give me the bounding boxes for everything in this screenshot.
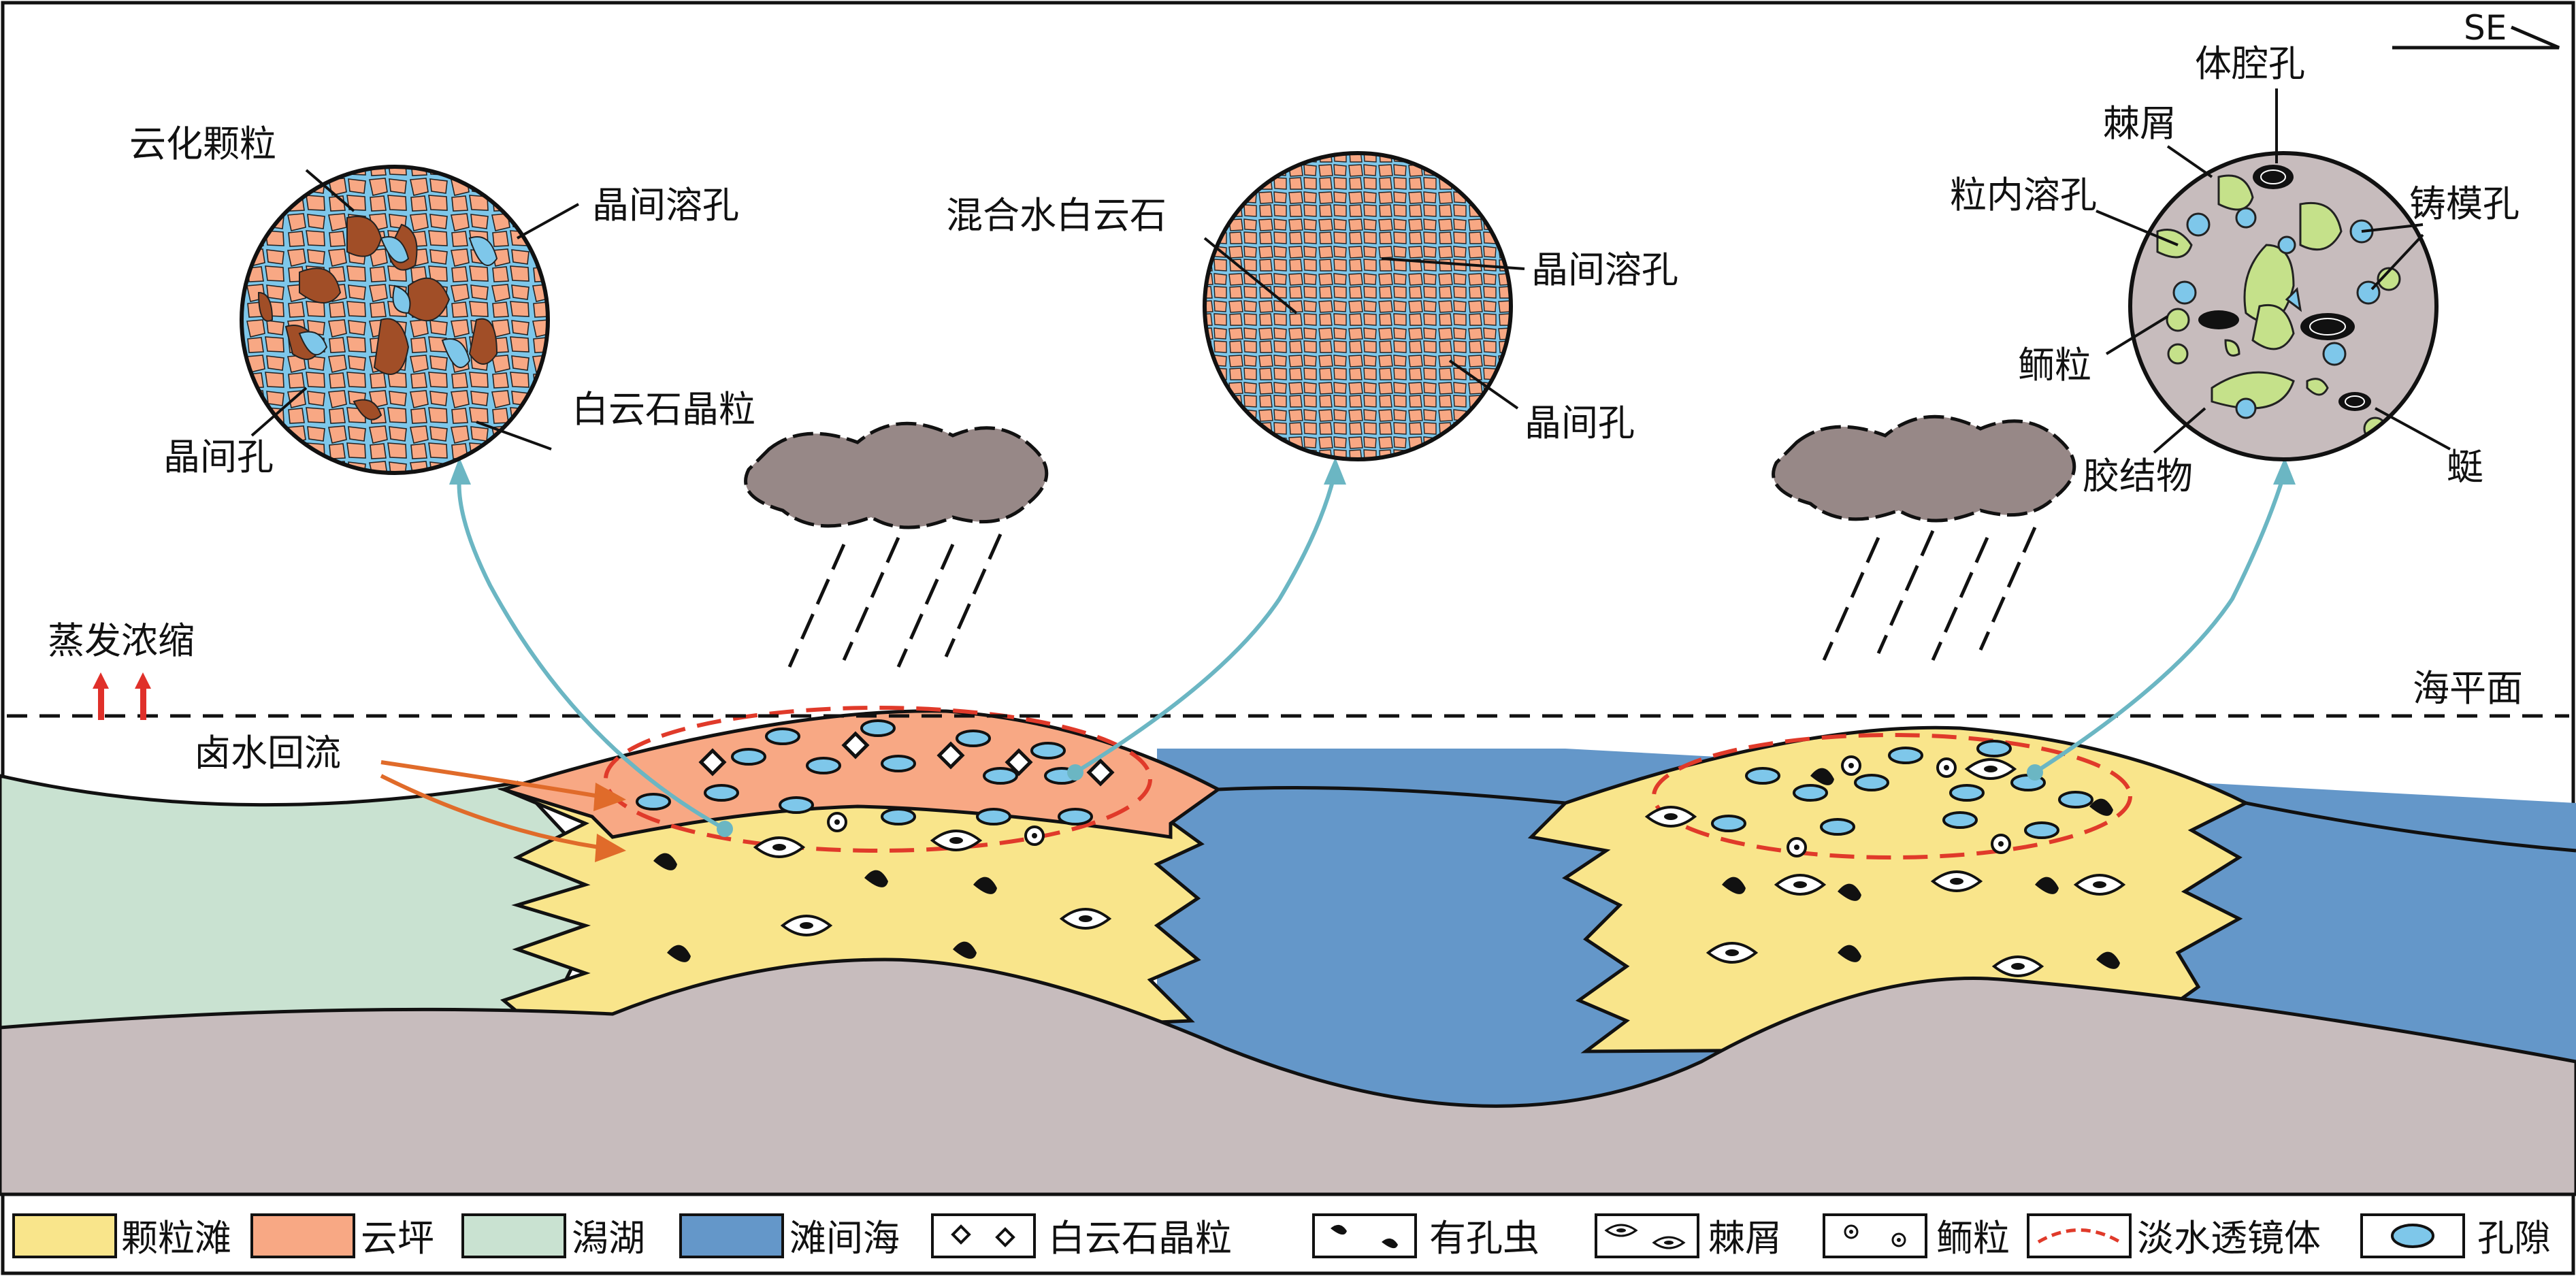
legend-item-bioclast: 棘屑 bbox=[1595, 1213, 1782, 1260]
svg-text:云坪: 云坪 bbox=[361, 1217, 434, 1260]
direction-arrow-icon bbox=[2392, 25, 2560, 50]
dissolution-pores bbox=[298, 236, 498, 368]
c3-body-cavity-label: 体腔孔 bbox=[2195, 42, 2305, 85]
c3-ooid-label: 鲕粒 bbox=[2018, 344, 2091, 387]
legend-item-dolomite-crystal: 白云石晶粒 bbox=[931, 1213, 1232, 1260]
c3-gastropods bbox=[2198, 165, 2371, 411]
brine-reflux-arrowheads bbox=[593, 783, 626, 862]
microscope-circle-1: 云化颗粒 晶间溶孔 晶间孔 白云石晶粒 bbox=[129, 122, 755, 478]
pores-left bbox=[636, 719, 1093, 825]
evaporation-arrows-icon bbox=[93, 672, 151, 720]
legend-item-foraminifera: 有孔虫 bbox=[1312, 1213, 1539, 1260]
direction-label: SE bbox=[2464, 8, 2507, 48]
cloud-right-icon bbox=[1772, 414, 2076, 523]
swatch-salmon bbox=[250, 1213, 355, 1258]
legend-item-lagoon: 潟湖 bbox=[461, 1213, 645, 1260]
legend-item-dolomite-flat: 云坪 bbox=[250, 1213, 434, 1260]
c1-dissolution-pore-label: 晶间溶孔 bbox=[592, 184, 739, 227]
svg-text:颗粒滩: 颗粒滩 bbox=[121, 1217, 231, 1260]
lagoon bbox=[0, 774, 615, 1053]
zoom-arrowheads bbox=[449, 457, 2296, 837]
ooids bbox=[827, 755, 2011, 857]
brine-reflux-arrows bbox=[380, 760, 600, 849]
cross-section: 海平面 蒸发浓缩 卤水回流 bbox=[0, 8, 2576, 1196]
c3-moldic-pore-label: 铸模孔 bbox=[2409, 182, 2520, 225]
c2-dissolution-pore-label: 晶间溶孔 bbox=[1531, 248, 1678, 291]
freshwater-lens-right bbox=[1652, 733, 2132, 860]
bioclast-cores bbox=[772, 766, 2106, 970]
legend-item-ooid: 鲕粒 bbox=[1823, 1213, 2010, 1260]
c3-bioclast-label: 棘屑 bbox=[2103, 102, 2176, 145]
diamond-pair-icon bbox=[931, 1213, 1036, 1258]
evaporation-label: 蒸发浓缩 bbox=[48, 619, 195, 662]
foraminifera bbox=[653, 768, 2120, 969]
c1-dolomitized-grain-label: 云化颗粒 bbox=[129, 122, 276, 165]
c1-dolomite-crystal-label: 白云石晶粒 bbox=[572, 388, 755, 431]
dashed-lens-icon bbox=[2027, 1213, 2132, 1258]
freshwater-lens-left bbox=[604, 706, 1152, 853]
microscope-circle-2: 混合水白云石 晶间溶孔 晶间孔 bbox=[946, 151, 1678, 461]
bioclast-icon bbox=[1595, 1213, 1699, 1258]
foraminifera-icon bbox=[1312, 1213, 1417, 1258]
zoom-arrows bbox=[457, 476, 2285, 831]
svg-text:淡水透镜体: 淡水透镜体 bbox=[2137, 1217, 2321, 1260]
svg-text:滩间海: 滩间海 bbox=[789, 1217, 900, 1260]
legend-item-pore: 孔隙 bbox=[2360, 1213, 2551, 1260]
microscope-circle-3: 体腔孔 棘屑 粒内溶孔 铸模孔 鲕粒 胶结物 蜓 bbox=[1950, 42, 2520, 497]
swatch-green bbox=[461, 1213, 566, 1258]
seafloor-line-right bbox=[2245, 801, 2576, 853]
ooid-icon bbox=[1823, 1213, 1927, 1258]
c1-intercrystal-pore-label: 晶间孔 bbox=[163, 436, 274, 478]
legend-item-granular-shoal: 颗粒滩 bbox=[12, 1213, 231, 1260]
c3-gastropod-whorls bbox=[2260, 169, 2365, 408]
c2-mixed-water-dolomite-label: 混合水白云石 bbox=[946, 194, 1167, 237]
rain-left-icon bbox=[787, 533, 1002, 668]
legend: 颗粒滩 云坪 潟湖 滩间海 白云石晶粒 bbox=[3, 1192, 2573, 1260]
seafloor-line bbox=[1218, 786, 1566, 805]
svg-text:白云石晶粒: 白云石晶粒 bbox=[1048, 1217, 1232, 1260]
cloud-left-icon bbox=[744, 421, 1049, 529]
legend-item-freshwater-lens: 淡水透镜体 bbox=[2027, 1213, 2321, 1260]
svg-text:有孔虫: 有孔虫 bbox=[1429, 1217, 1539, 1260]
svg-text:孔隙: 孔隙 bbox=[2477, 1217, 2551, 1260]
pore-icon bbox=[2360, 1213, 2465, 1258]
c3-gastropod-label: 蜓 bbox=[2447, 446, 2483, 489]
c3-bioclasts bbox=[2156, 174, 2343, 410]
svg-text:棘屑: 棘屑 bbox=[1708, 1217, 1782, 1260]
legend-item-interbank-sea: 滩间海 bbox=[679, 1213, 900, 1260]
c2-intercrystal-pore-label: 晶间孔 bbox=[1525, 402, 1635, 444]
dolomite-crystals bbox=[698, 731, 1115, 787]
sea-level-label: 海平面 bbox=[2413, 667, 2523, 710]
c3-cement-label: 胶结物 bbox=[2083, 455, 2193, 497]
svg-text:潟湖: 潟湖 bbox=[572, 1217, 645, 1260]
swatch-blue bbox=[679, 1213, 784, 1258]
svg-text:鲕粒: 鲕粒 bbox=[1936, 1217, 2010, 1260]
bioclasts bbox=[753, 758, 2126, 977]
rain-right-icon bbox=[1822, 526, 2037, 661]
swatch-yellow bbox=[12, 1213, 117, 1258]
c3-intragranular-pore-label: 粒内溶孔 bbox=[1950, 174, 2097, 216]
brine-reflux-label: 卤水回流 bbox=[194, 732, 341, 774]
basement bbox=[0, 958, 2576, 1196]
